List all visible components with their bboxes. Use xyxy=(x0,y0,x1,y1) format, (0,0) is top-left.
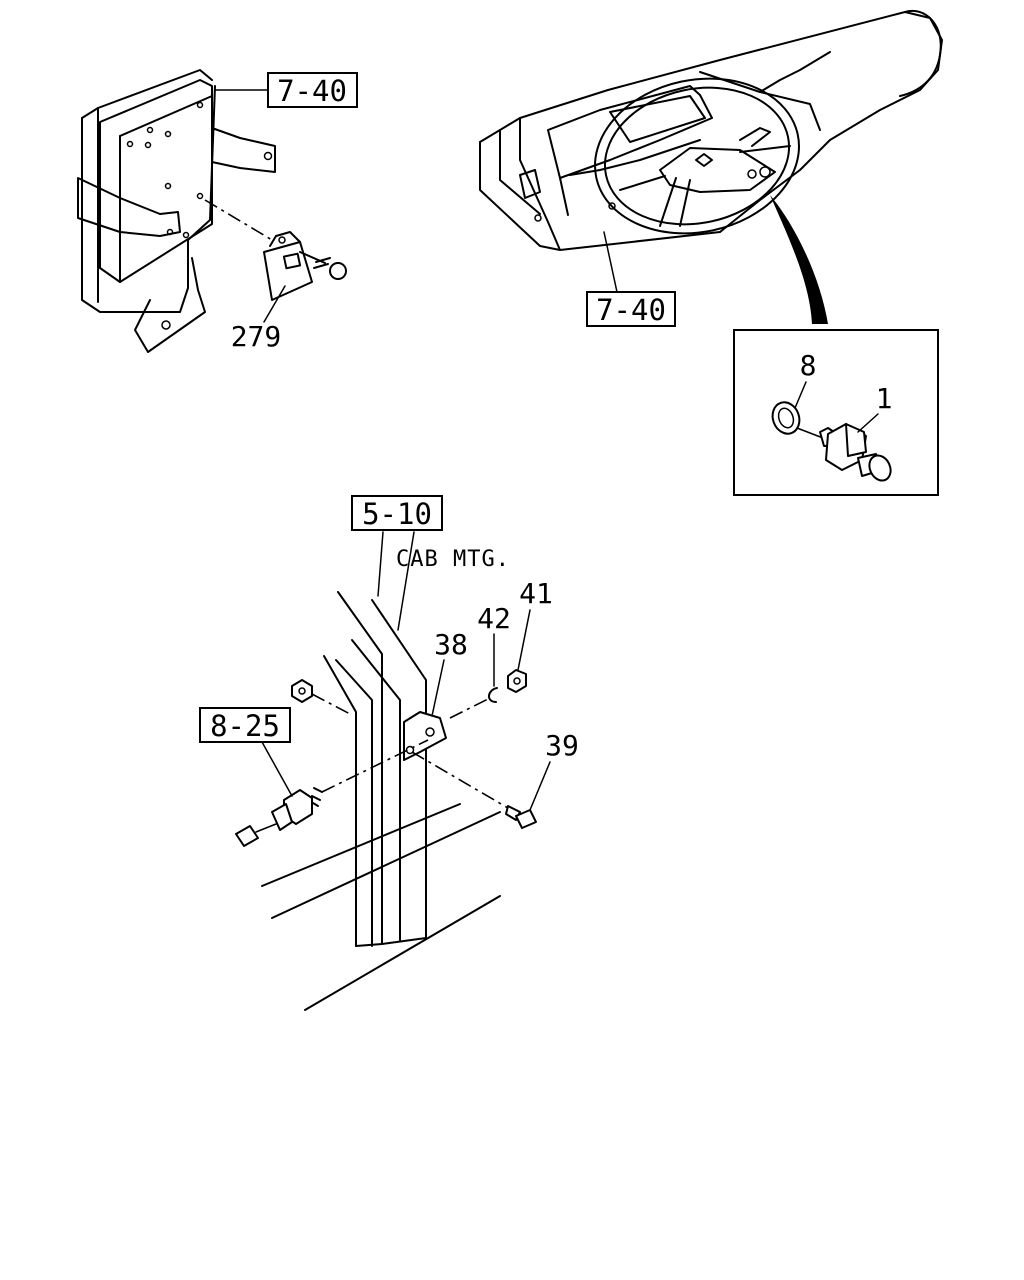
ref-box-cab xyxy=(351,495,443,531)
callout-279: 279 xyxy=(231,320,282,353)
ref-box-harness xyxy=(199,707,291,743)
dashboard-assembly xyxy=(479,9,943,251)
cab-mount-note: CAB MTG. xyxy=(396,547,510,572)
detail-pointer xyxy=(770,195,828,324)
detail-inset xyxy=(733,329,939,496)
callout-42: 42 xyxy=(477,602,511,635)
callout-1: 1 xyxy=(876,382,893,415)
cab-pillar-assembly xyxy=(235,531,537,1011)
callout-39: 39 xyxy=(545,729,579,762)
buckle-body xyxy=(263,241,313,301)
callout-8: 8 xyxy=(800,349,817,382)
harness-ref-label: 8-25 xyxy=(210,709,280,743)
ref-box-dash xyxy=(586,291,676,327)
callout-38: 38 xyxy=(434,628,468,661)
callout-41: 41 xyxy=(519,577,553,610)
seat-belt-ref-label: 7-40 xyxy=(277,74,347,108)
dash-ref-label: 7-40 xyxy=(596,293,666,327)
cab-ref-label: 5-10 xyxy=(362,497,432,531)
seat-belt-assembly xyxy=(77,69,347,353)
